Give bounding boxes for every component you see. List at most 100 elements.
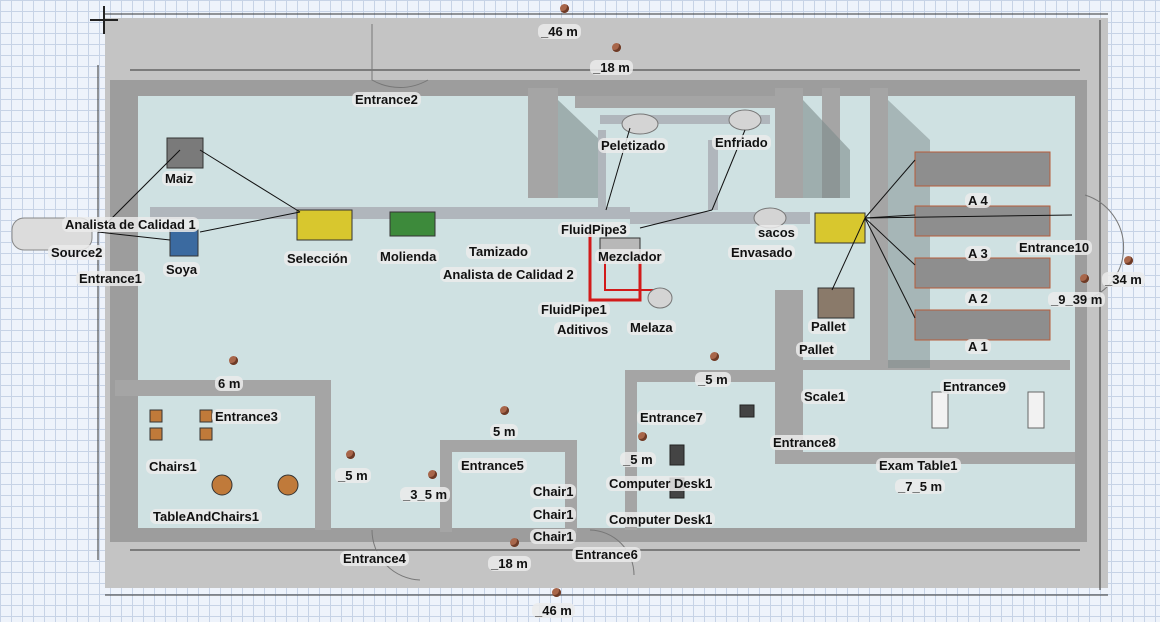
rack-a2[interactable]: [914, 257, 1051, 289]
object-label-maiz[interactable]: Maiz: [162, 171, 197, 186]
node-marker[interactable]: [500, 406, 509, 415]
soya-bin[interactable]: [169, 229, 199, 257]
object-label-analista-1[interactable]: Analista de Calidad 1: [62, 217, 199, 232]
object-label-entrance7[interactable]: Entrance7: [637, 410, 706, 425]
dimension-label: _5 m: [335, 468, 371, 483]
object-label-entrance5[interactable]: Entrance5: [458, 458, 527, 473]
dimension-label: _18 m: [488, 556, 531, 571]
node-marker[interactable]: [552, 588, 561, 597]
object-label-chair1-b[interactable]: Chair1: [530, 507, 577, 522]
exam-room-furniture[interactable]: [931, 391, 1045, 429]
object-label-tamizado[interactable]: Tamizado: [466, 244, 531, 259]
object-label-entrance1[interactable]: Entrance1: [76, 271, 145, 286]
conveyor-top: [600, 115, 770, 124]
node-marker[interactable]: [1124, 256, 1133, 265]
object-label-peletizado[interactable]: Peletizado: [598, 138, 669, 153]
object-label-source2[interactable]: Source2: [48, 245, 106, 260]
dimension-label: _18 m: [590, 60, 633, 75]
node-marker[interactable]: [346, 450, 355, 459]
object-label-enfriado[interactable]: Enfriado: [712, 135, 771, 150]
object-label-aditivos[interactable]: Aditivos: [554, 322, 612, 337]
wall-top: [110, 80, 1080, 96]
room-meeting-wall-top: [440, 440, 575, 452]
object-label-computer-desk1-b[interactable]: Computer Desk1: [606, 512, 716, 527]
maiz-bin[interactable]: [166, 137, 204, 169]
node-marker[interactable]: [229, 356, 238, 365]
dimension-label: 5 m: [490, 424, 519, 439]
object-label-rack-a3[interactable]: A 3: [965, 246, 991, 261]
object-label-rack-a1[interactable]: A 1: [965, 339, 991, 354]
dimension-label: 6 m: [215, 376, 244, 391]
object-label-entrance3[interactable]: Entrance3: [212, 409, 281, 424]
object-label-envasado[interactable]: Envasado: [728, 245, 796, 260]
partition-c: [775, 88, 803, 198]
conveyor-vertical: [598, 130, 606, 210]
enfriado-machine[interactable]: [728, 109, 762, 131]
crosshair-cursor-icon: [90, 6, 118, 34]
node-marker[interactable]: [1080, 274, 1089, 283]
rack-a3[interactable]: [914, 205, 1051, 237]
rack-a4[interactable]: [914, 151, 1051, 187]
node-marker[interactable]: [638, 432, 647, 441]
room-office-wall-left: [625, 370, 637, 530]
object-label-rack-a4[interactable]: A 4: [965, 193, 991, 208]
object-label-tableandchairs1[interactable]: TableAndChairs1: [150, 509, 262, 524]
node-marker[interactable]: [612, 43, 621, 52]
object-label-entrance9[interactable]: Entrance9: [940, 379, 1009, 394]
object-label-exam-table1[interactable]: Exam Table1: [876, 458, 961, 473]
breakroom-furniture[interactable]: [149, 409, 299, 496]
object-label-rack-a2[interactable]: A 2: [965, 291, 991, 306]
connector-lines: [97, 127, 1073, 319]
object-label-entrance10[interactable]: Entrance10: [1016, 240, 1093, 255]
object-label-entrance2[interactable]: Entrance2: [352, 92, 421, 107]
node-marker[interactable]: [510, 538, 519, 547]
dimension-label: _5 m: [620, 452, 656, 467]
object-label-sacos[interactable]: sacos: [755, 225, 798, 240]
room-meeting-wall-left: [440, 440, 452, 532]
shadow-2: [803, 100, 850, 198]
partition-a: [528, 88, 558, 198]
object-label-mezclador[interactable]: Mezclador: [595, 249, 665, 264]
wall-left: [110, 80, 138, 542]
door-entrance10[interactable]: [1084, 194, 1125, 301]
node-marker[interactable]: [428, 470, 437, 479]
pallet-stack[interactable]: [817, 287, 855, 319]
object-label-chairs1[interactable]: Chairs1: [146, 459, 200, 474]
object-label-pallet[interactable]: Pallet: [808, 319, 849, 334]
object-label-seleccion[interactable]: Selección: [284, 251, 351, 266]
object-label-molienda[interactable]: Molienda: [377, 249, 440, 264]
peletizado-machine[interactable]: [621, 113, 659, 135]
object-label-chair1-c[interactable]: Chair1: [530, 529, 577, 544]
object-label-melaza[interactable]: Melaza: [627, 320, 676, 335]
molienda-machine[interactable]: [389, 211, 436, 237]
partition-f: [775, 290, 803, 460]
object-label-chair1-a[interactable]: Chair1: [530, 484, 577, 499]
dimension-label: _46 m: [538, 24, 581, 39]
partition-e: [870, 88, 888, 368]
door-entrance2[interactable]: [371, 24, 429, 89]
object-label-pallet-2[interactable]: Pallet: [796, 342, 837, 357]
partition-b: [575, 96, 795, 108]
object-label-scale1[interactable]: Scale1: [801, 389, 849, 404]
object-label-fluidpipe1[interactable]: FluidPipe1: [538, 302, 610, 317]
room-breakroom-wall-right: [315, 380, 331, 530]
seleccion-machine[interactable]: [296, 209, 353, 241]
melaza-tank[interactable]: [647, 287, 673, 309]
dimension-label: _5 m: [695, 372, 731, 387]
object-label-entrance6[interactable]: Entrance6: [572, 547, 641, 562]
node-marker[interactable]: [710, 352, 719, 361]
door-entrance6[interactable]: [589, 529, 635, 576]
object-label-entrance8[interactable]: Entrance8: [770, 435, 839, 450]
node-marker[interactable]: [560, 4, 569, 13]
sacos-machine[interactable]: [814, 212, 866, 244]
object-label-computer-desk1-a[interactable]: Computer Desk1: [606, 476, 716, 491]
object-label-analista-2[interactable]: Analista de Calidad 2: [440, 267, 577, 282]
shadow-1: [558, 100, 600, 198]
dimension-label: _7_5 m: [895, 479, 946, 494]
dimension-label: _9_39 m: [1048, 292, 1106, 307]
object-label-entrance4[interactable]: Entrance4: [340, 551, 409, 566]
object-label-soya[interactable]: Soya: [163, 262, 201, 277]
object-label-fluidpipe3[interactable]: FluidPipe3: [558, 222, 630, 237]
dimension-label: _3_5 m: [400, 487, 451, 502]
rack-a1[interactable]: [914, 309, 1051, 341]
